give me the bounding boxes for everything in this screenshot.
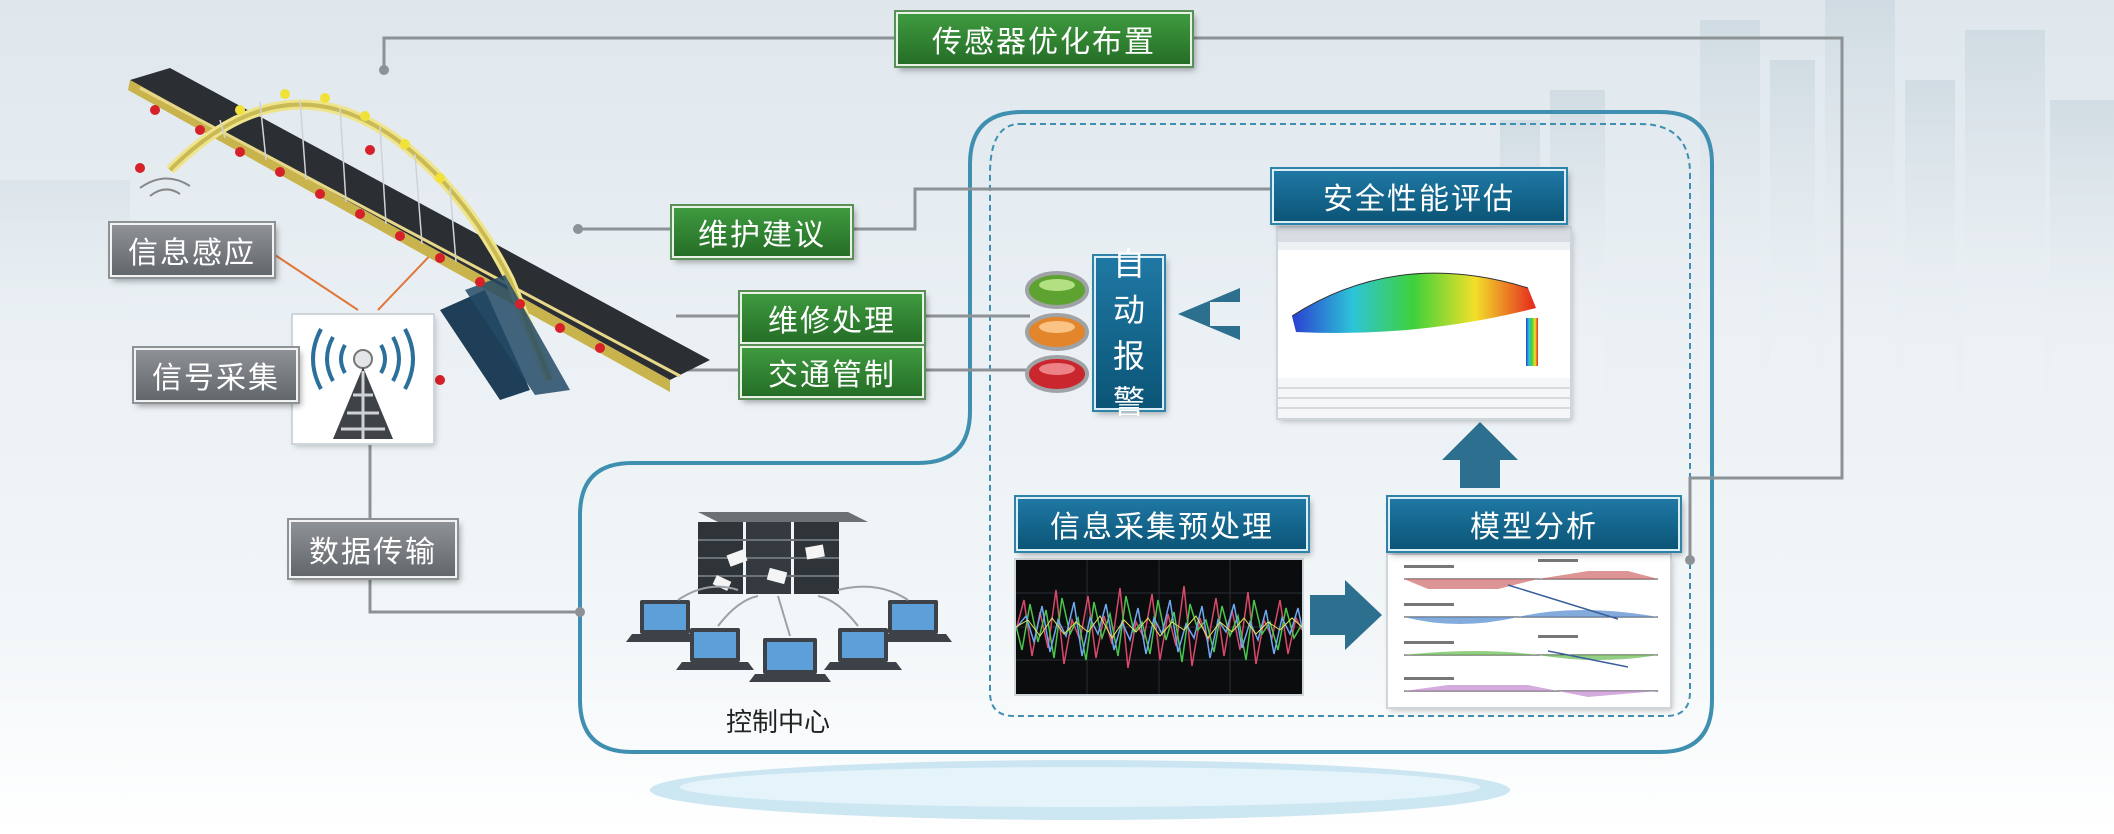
safety-assessment-label: 安全性能评估 <box>1272 169 1566 223</box>
auto-alarm-char-4: 警 <box>1112 383 1145 421</box>
control-center-caption: 控制中心 <box>726 708 831 738</box>
maintenance-advice-label: 维护建议 <box>672 206 852 258</box>
preprocessing-label: 信息采集预处理 <box>1016 497 1308 551</box>
auto-alarm-char-1: 自 <box>1112 245 1145 283</box>
repair-handling-label: 维修处理 <box>740 292 924 344</box>
arrow-right-icon <box>1310 580 1382 650</box>
sensor-layout-label: 传感器优化布置 <box>896 12 1192 66</box>
auto-alarm-label: 自 动 报 警 <box>1094 245 1164 421</box>
alarm-lights <box>1025 271 1089 393</box>
arrow-up-icon <box>1442 422 1518 488</box>
traffic-control-label: 交通管制 <box>740 346 924 398</box>
signal-collection-label: 信号采集 <box>134 348 298 402</box>
model-analysis-label: 模型分析 <box>1388 497 1680 551</box>
info-sensing-label: 信息感应 <box>110 223 274 277</box>
analysis-diagrams <box>1388 555 1670 707</box>
antenna-icon <box>311 328 415 439</box>
bridge-illustration <box>128 68 710 400</box>
auto-alarm-char-2: 动 <box>1112 291 1145 329</box>
control-center-illustration <box>626 512 952 682</box>
auto-alarm-char-3: 报 <box>1112 337 1145 375</box>
signal-tower-image <box>293 315 433 443</box>
data-transmission-label: 数据传输 <box>289 520 457 578</box>
fem-model-screenshot <box>1278 228 1570 418</box>
arrow-to-alarm-icon <box>1178 288 1240 340</box>
signal-waveform <box>1015 560 1303 694</box>
